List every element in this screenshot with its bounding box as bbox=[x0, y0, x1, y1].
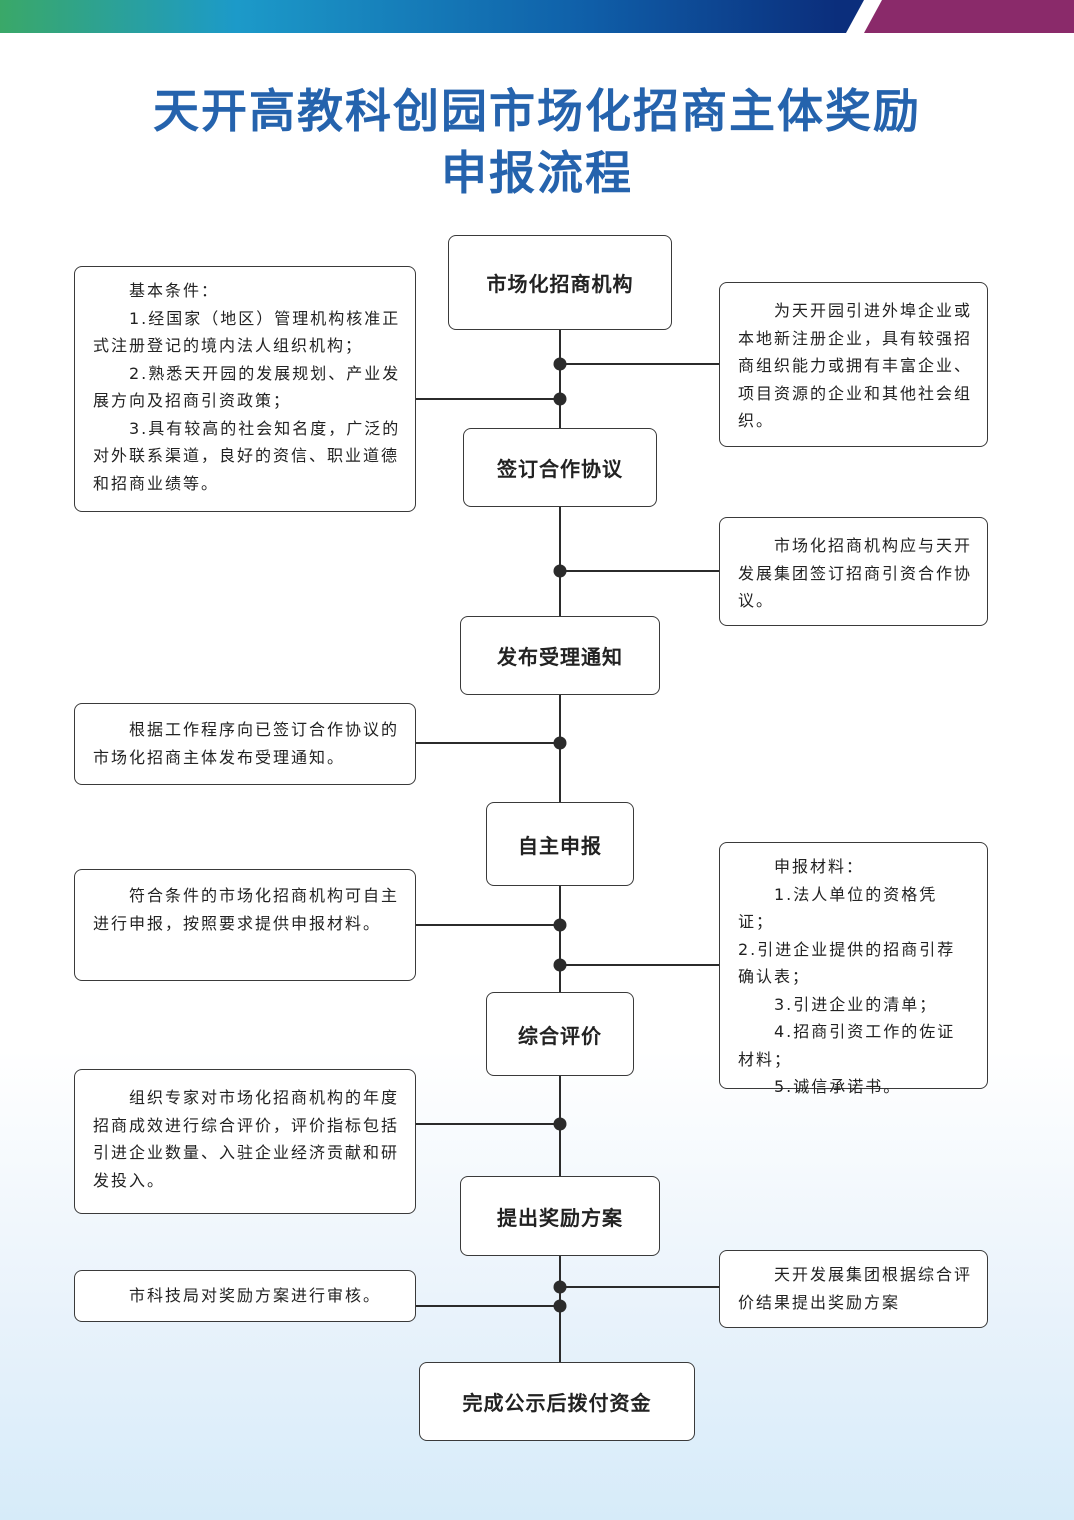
step-disburse-funds: 完成公示后拨付资金 bbox=[419, 1362, 695, 1441]
step-publish-notice: 发布受理通知 bbox=[460, 616, 660, 695]
junction-dot bbox=[553, 564, 567, 578]
material-item: 3.引进企业的清单； bbox=[774, 994, 938, 1014]
note-basic-conditions: 基本条件： 1.经国家（地区）管理机构核准正式注册登记的境内法人组织机构； 2.… bbox=[74, 266, 416, 512]
material-item: 2.引进企业提供的招商引荐确认表； bbox=[738, 939, 956, 987]
note-review-desc: 市科技局对奖励方案进行审核。 bbox=[74, 1270, 416, 1322]
note-plan-desc: 天开发展集团根据综合评价结果提出奖励方案 bbox=[719, 1250, 988, 1328]
junction-dot bbox=[553, 392, 567, 406]
step-evaluation: 综合评价 bbox=[486, 992, 634, 1076]
note-heading: 基本条件： bbox=[129, 281, 220, 300]
material-item: 4.招商引资工作的佐证材料； bbox=[738, 1022, 956, 1069]
step-self-apply: 自主申报 bbox=[486, 802, 634, 886]
junction-dot bbox=[553, 918, 567, 932]
note-materials: 申报材料： 1.法人单位的资格凭证； 2.引进企业提供的招商引荐确认表； 3.引… bbox=[719, 842, 988, 1096]
note-institution-desc: 为天开园引进外埠企业或本地新注册企业，具有较强招商组织能力或拥有丰富企业、项目资… bbox=[719, 282, 988, 447]
page-title: 天开高教科创园市场化招商主体奖励 bbox=[153, 84, 921, 138]
condition-item: 1.经国家（地区）管理机构核准正式注册登记的境内法人组织机构； bbox=[93, 308, 401, 356]
page-subtitle: 申报流程 bbox=[441, 146, 633, 200]
note-notice-desc: 根据工作程序向已签订合作协议的市场化招商主体发布受理通知。 bbox=[74, 703, 416, 785]
junction-dot bbox=[553, 357, 567, 371]
junction-dot bbox=[553, 1117, 567, 1131]
note-heading: 申报材料： bbox=[774, 857, 865, 876]
step-reward-plan: 提出奖励方案 bbox=[460, 1176, 660, 1256]
note-self-apply-desc: 符合条件的市场化招商机构可自主进行申报，按照要求提供申报材料。 bbox=[74, 869, 416, 981]
junction-dot bbox=[553, 958, 567, 972]
material-item: 5.诚信承诺书。 bbox=[774, 1077, 902, 1096]
junction-dot bbox=[553, 1299, 567, 1313]
note-agreement-desc: 市场化招商机构应与天开发展集团签订招商引资合作协议。 bbox=[719, 517, 988, 626]
condition-item: 3.具有较高的社会知名度，广泛的对外联系渠道，良好的资信、职业道德和招商业绩等。 bbox=[93, 418, 401, 493]
material-item: 1.法人单位的资格凭证； bbox=[738, 884, 938, 932]
junction-dot bbox=[553, 1280, 567, 1294]
step-market-institution: 市场化招商机构 bbox=[448, 235, 672, 330]
step-sign-agreement: 签订合作协议 bbox=[463, 428, 657, 507]
top-banner-accent bbox=[860, 0, 1074, 33]
junction-dot bbox=[553, 736, 567, 750]
condition-item: 2.熟悉天开园的发展规划、产业发展方向及招商引资政策； bbox=[93, 363, 401, 411]
note-evaluation-desc: 组织专家对市场化招商机构的年度招商成效进行综合评价，评价指标包括引进企业数量、入… bbox=[74, 1069, 416, 1214]
